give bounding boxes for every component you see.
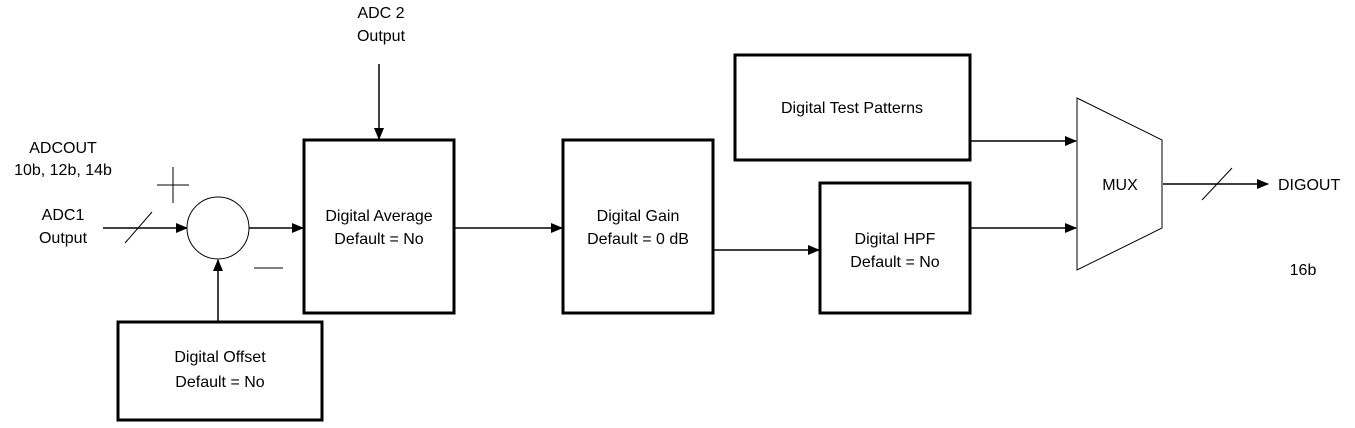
digital-average-title: Digital Average: [325, 208, 432, 225]
svg-text:Output: Output: [39, 230, 88, 247]
digital-hpf-block: [818, 181, 972, 315]
digital-test-patterns-block: [733, 53, 972, 162]
digital-average-block: [302, 138, 456, 315]
digital-gain-title: Digital Gain: [597, 208, 680, 225]
output-width-label: 16b: [1290, 262, 1317, 279]
adc1-output-label: ADC1 Output: [39, 207, 88, 247]
digital-offset-block: [116, 320, 324, 422]
mux-label: MUX: [1102, 177, 1138, 194]
digital-gain-block: [561, 138, 715, 315]
digital-test-patterns-title: Digital Test Patterns: [781, 100, 923, 117]
digital-hpf-title: Digital HPF: [855, 231, 936, 248]
adc2-output-label: ADC 2 Output: [357, 5, 406, 45]
digital-average-default: Default = No: [334, 231, 423, 248]
svg-text:ADCOUT: ADCOUT: [29, 140, 97, 157]
svg-text:ADC1: ADC1: [42, 207, 85, 224]
digital-gain-default: Default = 0 dB: [587, 231, 689, 248]
digout-bus-slash: [1201, 167, 1233, 201]
adc1-bus-slash: [124, 211, 153, 244]
digital-offset-title: Digital Offset: [174, 349, 266, 366]
mux-block: [1076, 97, 1163, 271]
summing-junction: [186, 196, 250, 260]
digout-label: DIGOUT: [1278, 177, 1340, 194]
svg-text:10b, 12b, 14b: 10b, 12b, 14b: [14, 162, 112, 179]
svg-text:Output: Output: [357, 28, 406, 45]
plus-sign-icon: [157, 167, 189, 203]
digital-offset-default: Default = No: [175, 374, 264, 391]
adcout-label: ADCOUT 10b, 12b, 14b: [14, 140, 112, 179]
svg-text:ADC 2: ADC 2: [357, 5, 404, 22]
digital-hpf-default: Default = No: [850, 254, 939, 271]
